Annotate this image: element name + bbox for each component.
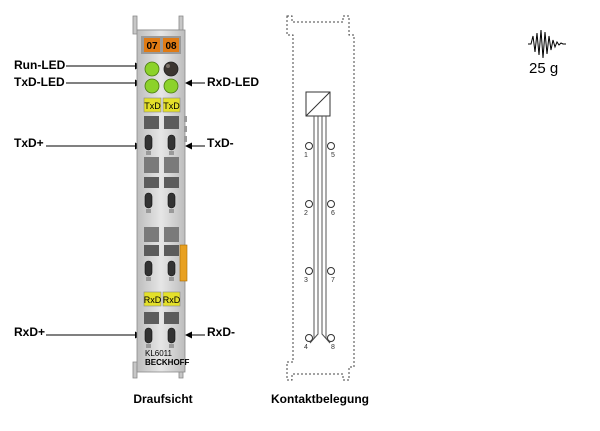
- run-led-label: Run-LED: [14, 58, 66, 72]
- model-text: KL6011: [145, 349, 173, 358]
- callout-arrows: [46, 62, 205, 339]
- contact-number: 4: [304, 344, 308, 351]
- clamp-row: [144, 245, 179, 256]
- contact-number: 2: [304, 210, 308, 217]
- txd-led-label: TxD-LED: [14, 75, 65, 89]
- side-tab: [179, 244, 188, 282]
- txd-led: [144, 78, 160, 94]
- brand-text: BECKHOFF: [145, 358, 190, 367]
- wire-entries: [144, 134, 176, 344]
- led-number: 07: [146, 41, 158, 52]
- module-outline: [286, 15, 355, 381]
- contact-number: 3: [304, 277, 308, 284]
- contact-assignment: 1 5 2 6 3 7 4 8: [286, 15, 355, 381]
- led-off: [163, 61, 179, 77]
- caption-top-view: Draufsicht: [133, 392, 193, 406]
- rxd-led: [163, 78, 179, 94]
- contact-number: 7: [331, 277, 335, 284]
- led-number-tag: [144, 38, 160, 52]
- led-number-tag: [163, 38, 179, 52]
- txd-plus-label: TxD+: [14, 136, 44, 150]
- vibration-icon: [528, 29, 566, 59]
- contact-number: 5: [331, 152, 335, 159]
- rxd-minus-label: RxD-: [207, 325, 236, 339]
- txd-tag: TxD: [144, 101, 161, 111]
- caption-pin-assignment: Kontaktbelegung: [271, 392, 369, 406]
- rxd-tag: RxD: [163, 295, 181, 305]
- clamp-row: [144, 116, 179, 129]
- led-number: 08: [165, 41, 177, 52]
- contact-number: 8: [331, 344, 335, 351]
- contact-number: 6: [331, 210, 335, 217]
- run-led: [144, 61, 160, 77]
- clamp-row: [144, 177, 179, 188]
- clamp-row: [144, 312, 179, 324]
- clamp-row: [144, 157, 179, 173]
- rxd-tag: RxD: [144, 295, 162, 305]
- txd-tag: TxD: [163, 101, 180, 111]
- weight-value: 25 g: [529, 60, 559, 77]
- rxd-led-label: RxD-LED: [207, 75, 260, 89]
- terminal-module: 07 08 TxD TxD: [132, 15, 190, 379]
- clamp-row: [144, 227, 179, 242]
- txd-minus-label: TxD-: [207, 136, 234, 150]
- contact-points: [305, 142, 335, 342]
- rxd-plus-label: RxD+: [14, 325, 46, 339]
- contact-number: 1: [304, 152, 308, 159]
